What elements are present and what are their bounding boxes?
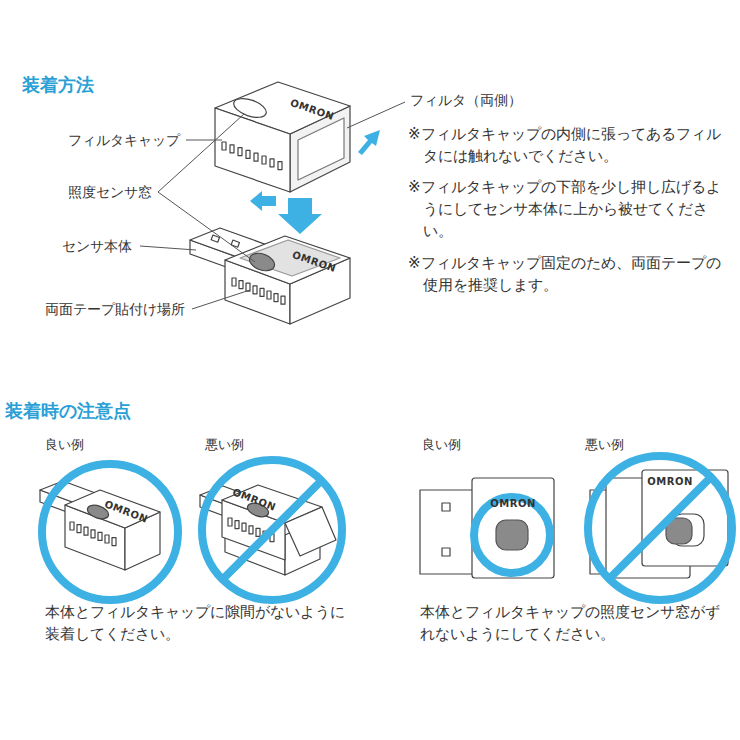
part-label: センサ本体 (62, 236, 132, 256)
brand-mark: OMRON (490, 499, 536, 509)
vent-slot (253, 286, 257, 294)
vent-slot (77, 525, 81, 533)
vent-slot (270, 159, 274, 167)
brand-mark: OMRON (647, 477, 693, 487)
example-label: 良い例 (45, 436, 84, 455)
vent-slot (91, 530, 95, 538)
vent-slot (84, 527, 88, 535)
vent-slot (228, 518, 232, 526)
sensor-body (190, 228, 350, 324)
part-label: 両面テープ貼付け場所 (45, 299, 185, 319)
section-heading: 装着方法 (22, 72, 94, 98)
caption: 本体とフィルタキャップに隙間がないように装着してください。 (45, 602, 345, 646)
vent-slot (98, 532, 102, 540)
vent-slot (105, 535, 109, 543)
bad-circle (588, 456, 732, 600)
part-label: 照度センサ窓 (68, 182, 152, 202)
good-circle (42, 464, 178, 600)
part-label: フィルタキャップ (68, 130, 180, 150)
filter-cap (215, 82, 350, 192)
vent-slot (230, 145, 234, 153)
vent-slot (260, 288, 264, 296)
vent-slot (70, 522, 74, 530)
vent-slot (278, 162, 282, 170)
vent-slot (238, 148, 242, 156)
bad-circle (202, 460, 342, 600)
vent-slot (239, 281, 243, 289)
vent-slot (242, 523, 246, 531)
good-circle (474, 497, 550, 573)
part-label: フィルタ（両側） (410, 90, 522, 110)
example-label: 悪い例 (205, 436, 244, 455)
example-label: 良い例 (422, 436, 461, 455)
vent-slot (254, 153, 258, 161)
blue-arrows (250, 130, 380, 234)
note: ※フィルタキャップの下部を少し押し広げるようにしてセンサ本体に上から被せてくださ… (408, 177, 723, 242)
good-example-front (420, 478, 554, 578)
vent-slot (235, 521, 239, 529)
bad-slash (223, 481, 321, 579)
bad-slash (609, 477, 711, 579)
vent-slot (222, 142, 226, 150)
vent-slot (262, 156, 266, 164)
vent-slot (112, 538, 116, 546)
vent-slot (274, 294, 278, 302)
note: ※フィルタキャップの内側に張ってあるフィルタには触れないでください。 (408, 124, 723, 168)
section-heading: 装着時の注意点 (5, 398, 131, 424)
vent-slot (281, 296, 285, 304)
example-label: 悪い例 (585, 436, 624, 455)
vent-slot (256, 528, 260, 536)
vent-slot (267, 291, 271, 299)
vent-slot (246, 150, 250, 158)
vent-slot (232, 278, 236, 286)
note: ※フィルタキャップ固定のため、両面テープの使用を推奨します。 (408, 253, 723, 297)
bad-example-front (590, 470, 728, 578)
caption: 本体とフィルタキャップの照度センサ窓がずれないようにしてください。 (420, 602, 720, 646)
vent-slot (249, 526, 253, 534)
